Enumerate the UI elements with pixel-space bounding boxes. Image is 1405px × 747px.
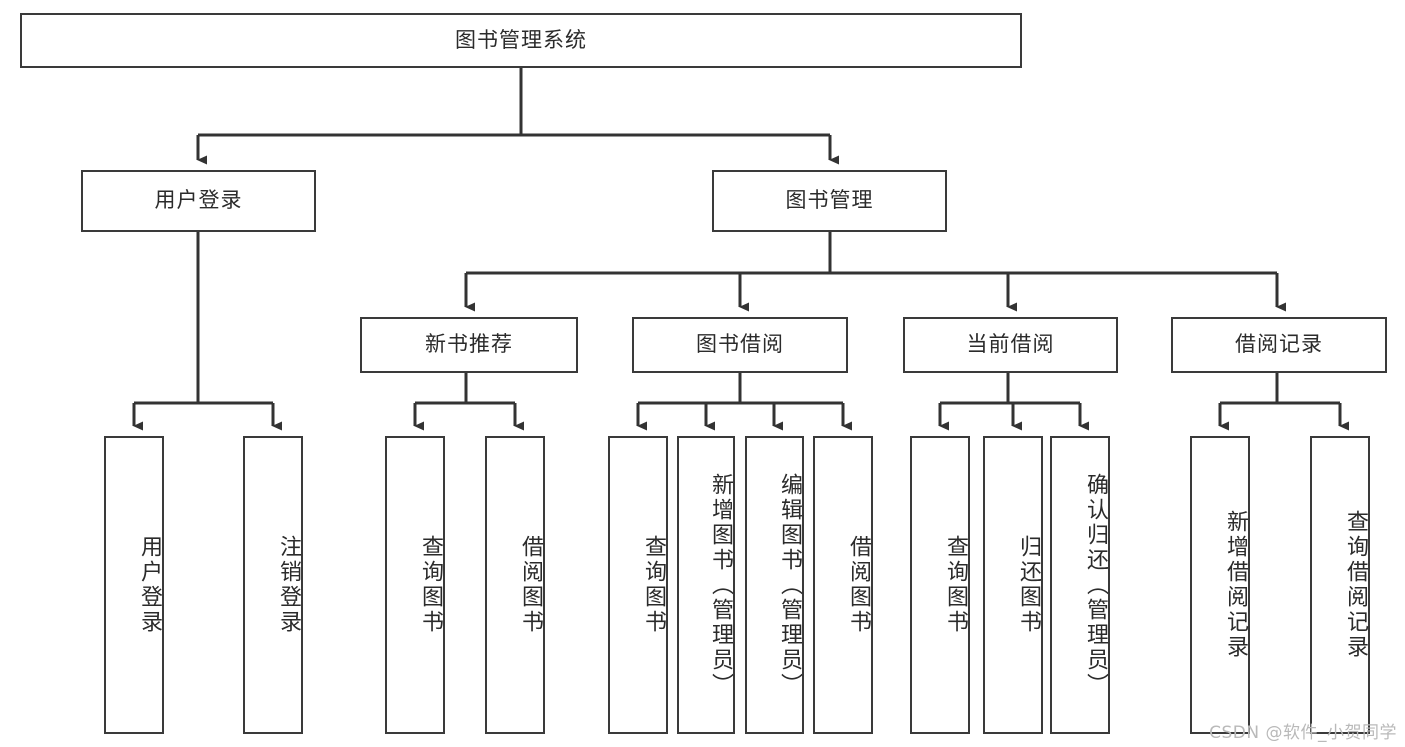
node-book-borrow-label: 图书借阅: [696, 332, 784, 357]
node-leaf-user-login-label: 用户登录: [137, 535, 162, 635]
node-user-login-label: 用户登录: [154, 188, 243, 213]
node-leaf-query-book-2-label: 查询图书: [641, 535, 666, 635]
node-leaf-confirm-return-label: 确认归还（管理员）: [1083, 472, 1108, 698]
node-current-borrow[interactable]: 当前借阅: [903, 317, 1118, 373]
node-leaf-borrow-book-2[interactable]: 借阅图书: [813, 436, 873, 734]
node-book-manage[interactable]: 图书管理: [712, 170, 947, 232]
node-book-borrow[interactable]: 图书借阅: [632, 317, 848, 373]
node-leaf-confirm-return[interactable]: 确认归还（管理员）: [1050, 436, 1110, 734]
node-root-label: 图书管理系统: [455, 27, 587, 52]
csdn-watermark: CSDN @软件_小贺同学: [1209, 723, 1397, 743]
node-leaf-add-book[interactable]: 新增图书（管理员）: [677, 436, 735, 734]
node-leaf-borrow-book-1[interactable]: 借阅图书: [485, 436, 545, 734]
node-leaf-query-book-3[interactable]: 查询图书: [910, 436, 970, 734]
node-leaf-add-record-label: 新增借阅记录: [1223, 510, 1248, 660]
node-leaf-return-book-label: 归还图书: [1016, 535, 1041, 635]
node-leaf-user-logout[interactable]: 注销登录: [243, 436, 303, 734]
node-leaf-return-book[interactable]: 归还图书: [983, 436, 1043, 734]
node-leaf-query-book-1-label: 查询图书: [418, 535, 443, 635]
node-new-book-recommend[interactable]: 新书推荐: [360, 317, 578, 373]
node-leaf-query-book-2[interactable]: 查询图书: [608, 436, 668, 734]
node-user-login[interactable]: 用户登录: [81, 170, 316, 232]
node-leaf-user-logout-label: 注销登录: [276, 535, 301, 635]
node-leaf-query-record-label: 查询借阅记录: [1343, 510, 1368, 660]
node-leaf-edit-book[interactable]: 编辑图书（管理员）: [745, 436, 804, 734]
node-leaf-query-book-1[interactable]: 查询图书: [385, 436, 445, 734]
node-book-manage-label: 图书管理: [785, 188, 874, 213]
node-leaf-borrow-book-2-label: 借阅图书: [846, 535, 871, 635]
node-borrow-record-label: 借阅记录: [1235, 332, 1323, 357]
node-leaf-add-book-label: 新增图书（管理员）: [708, 472, 733, 698]
node-leaf-borrow-book-1-label: 借阅图书: [518, 535, 543, 635]
node-current-borrow-label: 当前借阅: [966, 332, 1055, 357]
node-root-system[interactable]: 图书管理系统: [20, 13, 1022, 68]
node-leaf-add-record[interactable]: 新增借阅记录: [1190, 436, 1250, 734]
node-new-book-recommend-label: 新书推荐: [425, 332, 513, 357]
node-leaf-edit-book-label: 编辑图书（管理员）: [777, 472, 802, 698]
node-leaf-query-record[interactable]: 查询借阅记录: [1310, 436, 1370, 734]
node-leaf-query-book-3-label: 查询图书: [943, 535, 968, 635]
node-leaf-user-login[interactable]: 用户登录: [104, 436, 164, 734]
node-borrow-record[interactable]: 借阅记录: [1171, 317, 1387, 373]
